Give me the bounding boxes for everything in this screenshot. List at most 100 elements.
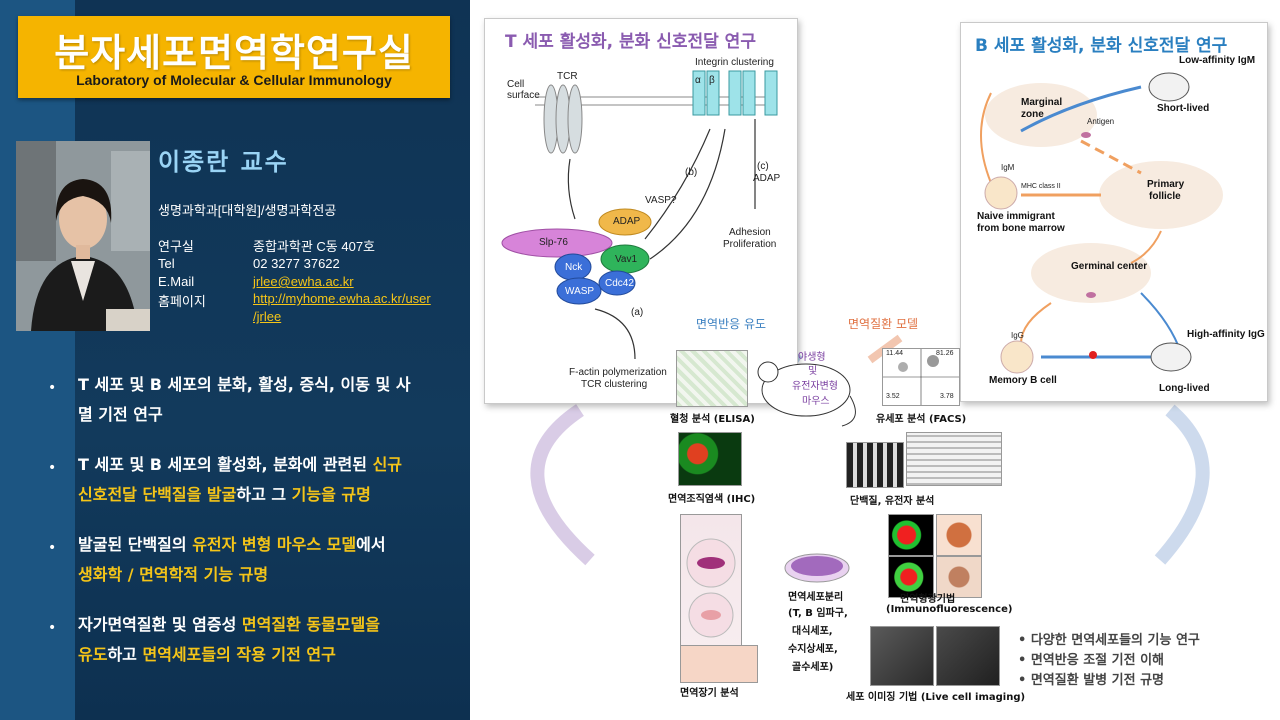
vasp-label: VASP? — [645, 195, 677, 206]
label-b: (b) — [685, 167, 698, 178]
bullet-3: 발굴된 단백질의 유전자 변형 마우스 모델에서 생화학 / 면역학적 기능 규… — [78, 530, 460, 590]
gene-analysis-image — [906, 432, 1002, 486]
ihc-image — [678, 432, 742, 486]
spleen-image — [680, 645, 758, 683]
protein-gene-label: 단백질, 유전자 분석 — [850, 496, 935, 507]
antigen-label: Antigen — [1087, 117, 1115, 126]
bullet-dot: • — [48, 380, 57, 396]
mouse-label-4: 마우스 — [802, 396, 830, 407]
if-image-1 — [888, 514, 934, 556]
label-c: (c) — [757, 161, 769, 172]
facs-q1-label: 11.44 — [886, 350, 903, 357]
bullet-4: 자가면역질환 및 염증성 면역질환 동물모델을 유도하고 면역세포들의 작용 기… — [78, 610, 460, 670]
bullet-3-highlight: 유전자 변형 마우스 모델 — [192, 535, 357, 554]
facs-q3-label: 3.52 — [886, 393, 900, 400]
bullet-2-text: 하고 그 — [236, 485, 292, 504]
live-imaging-image-2 — [936, 626, 1000, 686]
proliferation-label: Proliferation — [723, 239, 777, 250]
facs-dots — [883, 349, 959, 405]
bullet-2: T 세포 및 B 세포의 활성화, 분화에 관련된 신규 신호전달 단백질을 발… — [78, 450, 460, 510]
bullet-4-highlight: 유도 — [78, 645, 108, 664]
bullet-dot: • — [48, 620, 57, 636]
bullet-4-text: 하고 — [107, 645, 143, 664]
cell-isolation-label-2: (T, B 임파구, — [788, 608, 848, 619]
primary-follicle-label-1: Primary — [1147, 179, 1185, 190]
if-image-4 — [936, 556, 982, 598]
b-cell-card: B 세포 활성화, 분화 신호전달 연구 Marginal zone Low-a… — [960, 22, 1268, 402]
beta-label: β — [709, 75, 715, 86]
bullet-1-line2: 멸 기전 연구 — [78, 405, 163, 424]
bullet-3-highlight: 생화학 / 면역학적 기능 규명 — [78, 565, 269, 584]
disease-model-label: 면역질환 모델 — [848, 317, 919, 331]
info-label-lab: 연구실 — [158, 239, 194, 254]
mouse-label-3: 유전자변형 — [792, 381, 838, 392]
elisa-label: 혈청 분석 (ELISA) — [670, 414, 755, 425]
info-value-tel: 02 3277 37622 — [253, 256, 340, 271]
alpha-label: α — [695, 75, 701, 86]
if-label-1: 면역형광기법 — [900, 594, 956, 605]
info-label-homepage: 홈페이지 — [158, 294, 206, 309]
igg-label: IgG — [1011, 331, 1024, 340]
long-lived-label: Long-lived — [1159, 383, 1210, 394]
left-stripe — [0, 0, 75, 720]
homepage-link[interactable]: http://myhome.ewha.ac.kr/user — [253, 291, 431, 306]
summary-line-3: • 면역질환 발병 기전 규명 — [1018, 673, 1165, 688]
ihc-label: 면역조직염색 (IHC) — [668, 494, 756, 505]
tcr-clustering-label: TCR clustering — [581, 379, 648, 390]
induction-label: 면역반응 유도 — [696, 317, 767, 331]
cdc42-label: Cdc42 — [605, 278, 634, 289]
short-lived-label: Short-lived — [1157, 103, 1210, 114]
summary-line-2: • 면역반응 조절 기전 이해 — [1018, 653, 1165, 668]
organ-dishes — [686, 538, 736, 638]
right-panel: T 세포 활성화, 분화 신호전달 연구 Cell surface T — [470, 0, 1280, 720]
tcr-label: TCR — [557, 71, 578, 82]
if-image-2 — [936, 514, 982, 556]
western-blot-image — [846, 442, 904, 488]
portrait-image — [16, 141, 150, 331]
bullet-2-text: T 세포 및 B 세포의 활성화, 분화에 관련된 — [78, 455, 373, 474]
petri-dish-image — [784, 553, 850, 583]
low-affinity-igm-label: Low-affinity IgM — [1179, 55, 1256, 66]
vav1-label: Vav1 — [615, 254, 638, 265]
organ-plate-image — [680, 514, 742, 666]
professor-name: 이종란 교수 — [158, 148, 289, 176]
bullet-4-highlight: 면역세포들의 작용 기전 연구 — [142, 645, 336, 664]
lab-title-korean: 분자세포면역학연구실 — [54, 31, 414, 75]
bullet-2-highlight: 기능을 규명 — [291, 485, 371, 504]
adap-side-label: ADAP — [753, 173, 781, 184]
facs-plot-image — [882, 348, 960, 406]
email-link[interactable]: jrlee@ewha.ac.kr — [253, 274, 354, 289]
marginal-zone-label-2: zone — [1021, 109, 1044, 120]
bullet-dot: • — [48, 540, 57, 556]
homepage-link-cont[interactable]: /jrlee — [253, 309, 282, 324]
info-label-email: E.Mail — [158, 274, 195, 289]
left-panel: 분자세포면역학연구실 Laboratory of Molecular & Cel… — [0, 0, 470, 720]
lab-title-english: Laboratory of Molecular & Cellular Immun… — [76, 72, 392, 88]
lab-title-box: 분자세포면역학연구실 Laboratory of Molecular & Cel… — [18, 16, 450, 98]
facs-label: 유세포 분석 (FACS) — [876, 414, 967, 425]
naive-label-1: Naive immigrant — [977, 211, 1055, 222]
adap-label: ADAP — [613, 216, 641, 227]
b-cell-diagram — [980, 72, 1223, 374]
wasp-label: WASP — [565, 286, 595, 297]
t-cell-diagram — [501, 70, 778, 360]
mouse-illustration — [757, 361, 856, 427]
department: 생명과학과[대학원]/생명과학전공 — [158, 203, 337, 218]
organ-analysis-label: 면역장기 분석 — [680, 688, 739, 699]
high-affinity-igg-label: High-affinity IgG — [1187, 329, 1265, 340]
live-imaging-label: 세포 이미징 기법 (Live cell imaging) — [846, 692, 1026, 703]
left-background — [75, 0, 470, 720]
mhc-label: MHC class II — [1021, 183, 1061, 190]
primary-follicle-label-2: follicle — [1149, 191, 1181, 202]
factin-label: F-actin polymerization — [569, 367, 667, 378]
if-label-2: (Immunofluorescence) — [886, 604, 1013, 615]
bullet-2-highlight: 신호전달 단백질을 발굴 — [78, 485, 237, 504]
bullet-1-line1: T 세포 및 B 세포의 분화, 활성, 증식, 이동 및 사 — [78, 375, 411, 394]
integrin-label: Integrin clustering — [695, 57, 774, 68]
cell-isolation-label-1: 면역세포분리 — [788, 592, 844, 603]
t-cell-card: T 세포 활성화, 분화 신호전달 연구 Cell surface T — [484, 18, 798, 404]
cell-isolation-label-3: 대식세포, — [792, 626, 833, 637]
bullet-3-text: 발굴된 단백질의 — [78, 535, 193, 554]
label-a: (a) — [631, 307, 644, 318]
elisa-plate-image — [676, 350, 748, 407]
